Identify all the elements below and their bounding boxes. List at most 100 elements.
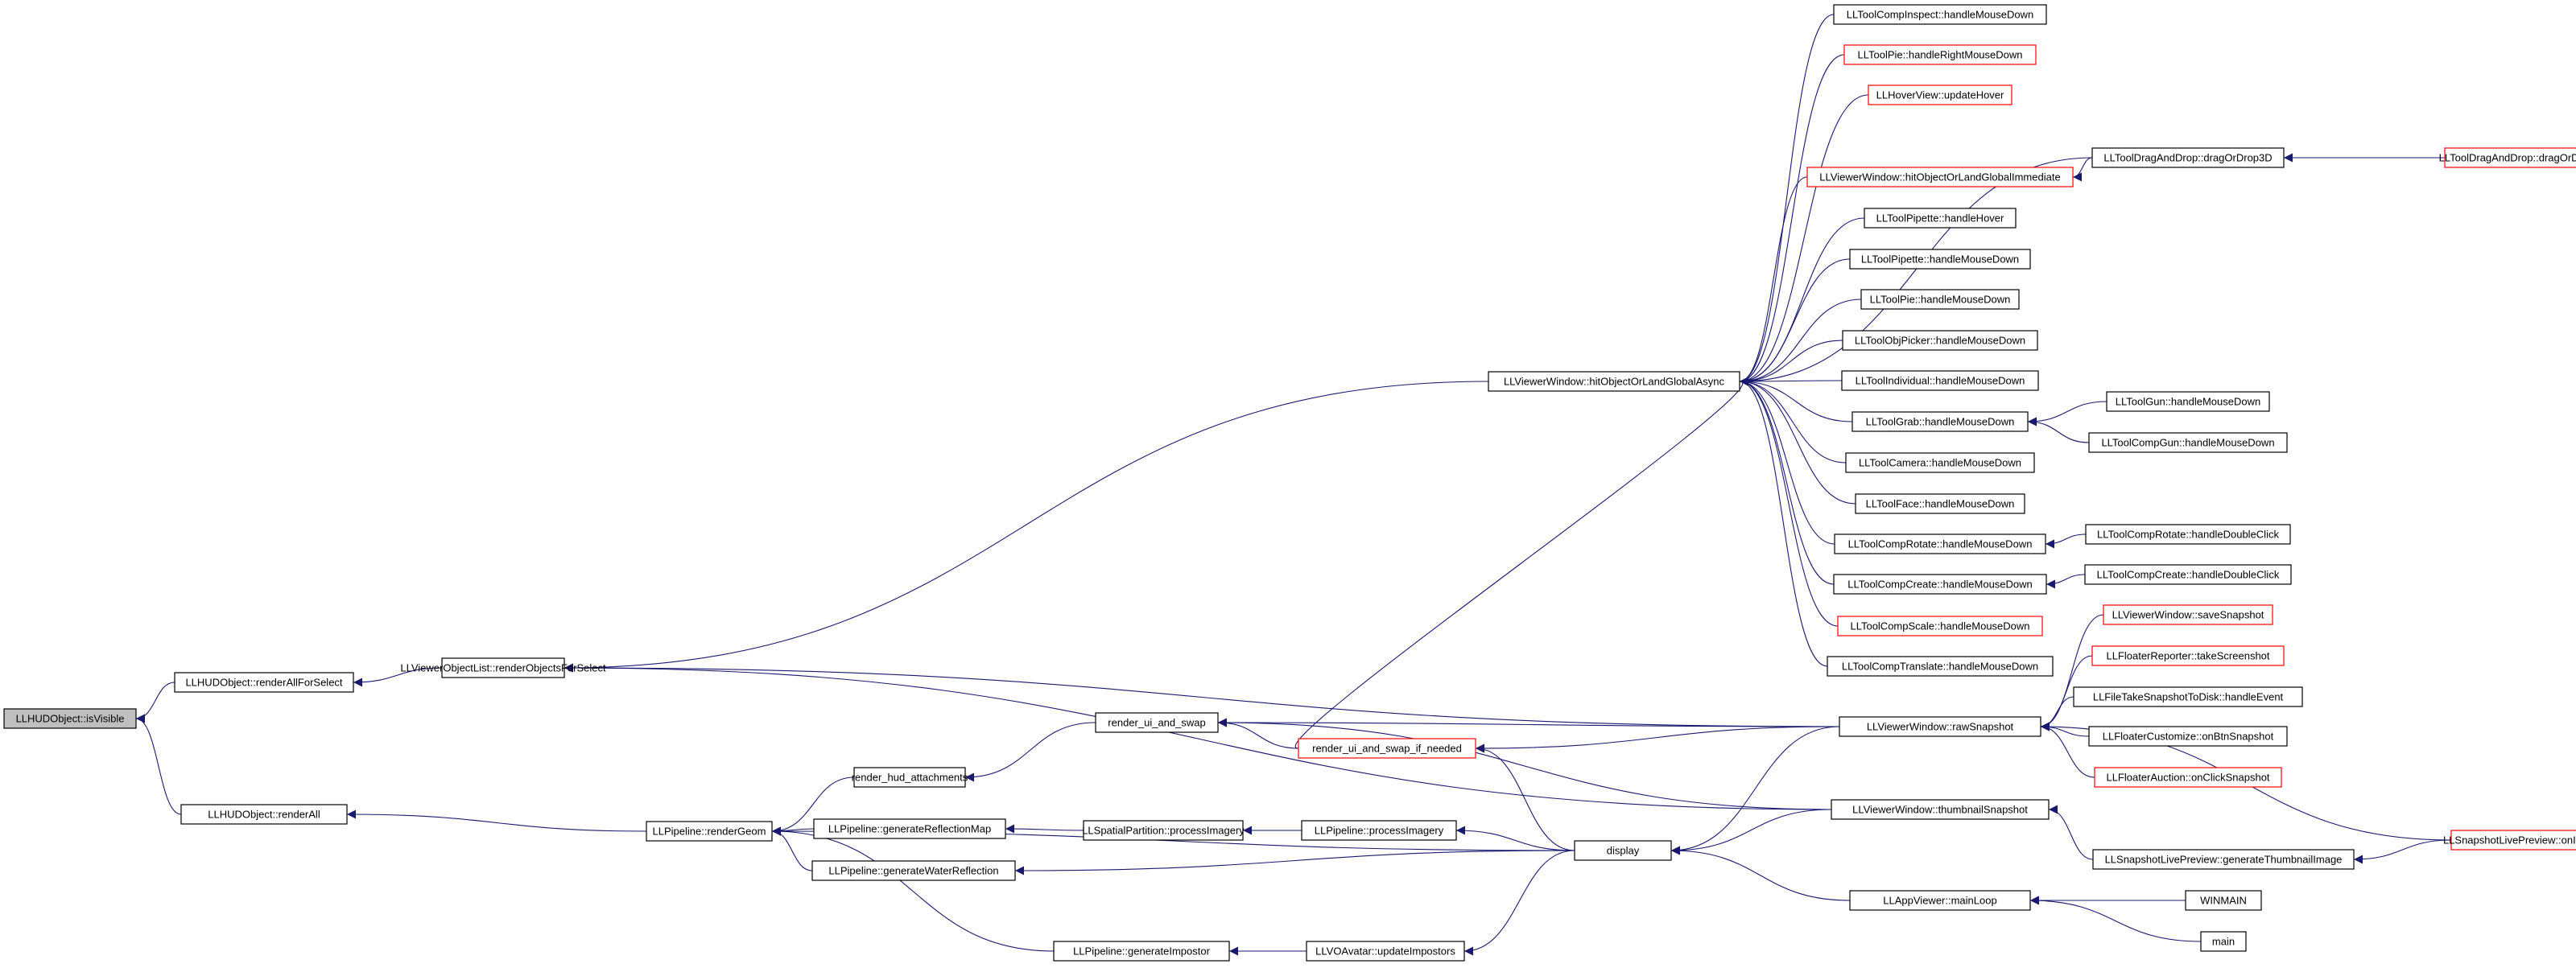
node-label: LLHUDObject::renderAllForSelect xyxy=(185,677,342,689)
node-label: LLToolCamera::handleMouseDown xyxy=(1859,457,2021,469)
node-label: LLToolPipette::handleHover xyxy=(1876,212,2004,224)
node-box xyxy=(1834,533,2046,554)
node-box xyxy=(1083,820,1244,841)
node-label: LLToolPie::handleRightMouseDown xyxy=(1858,49,2023,61)
graph-node[interactable]: render_ui_and_swap_if_needed xyxy=(1298,738,1476,759)
node-label: LLFloaterCustomize::onBtnSnapshot xyxy=(2103,731,2274,743)
call-edge xyxy=(2048,805,2094,860)
node-label: LLViewerWindow::rawSnapshot xyxy=(1867,721,2014,733)
node-label: LLFileTakeSnapshotToDisk::handleEvent xyxy=(2093,691,2284,703)
graph-node[interactable]: LLPipeline::processImagery xyxy=(1301,820,1457,841)
node-box xyxy=(1095,712,1219,733)
graph-node[interactable]: LLToolCompCreate::handleDoubleClick xyxy=(2084,564,2292,585)
graph-node[interactable]: LLFloaterCustomize::onBtnSnapshot xyxy=(2088,726,2288,747)
graph-node[interactable]: LLToolPipette::handleMouseDown xyxy=(1849,249,2031,270)
node-box xyxy=(1855,493,2025,514)
node-box xyxy=(2185,890,2262,911)
call-edge xyxy=(1739,377,1847,463)
graph-node[interactable]: LLHoverView::updateHover xyxy=(1868,84,2013,105)
graph-node[interactable]: LLFloaterReporter::takeScreenshot xyxy=(2091,645,2285,666)
graph-node[interactable]: LLSpatialPartition::processImagery xyxy=(1082,820,1245,841)
graph-node[interactable]: LLPipeline::generateWaterReflection xyxy=(811,860,1016,881)
graph-node[interactable]: LLToolCompInspect::handleMouseDown xyxy=(1833,4,2047,25)
graph-node[interactable]: LLPipeline::generateReflectionMap xyxy=(813,818,1006,839)
graph-node[interactable]: LLToolCompRotate::handleMouseDown xyxy=(1834,533,2046,554)
graph-node[interactable]: LLToolCamera::handleMouseDown xyxy=(1845,452,2035,473)
node-box xyxy=(1831,799,2050,820)
node-box xyxy=(1864,208,2017,229)
graph-node[interactable]: LLVOAvatar::updateImpostors xyxy=(1306,941,1465,962)
node-box xyxy=(1833,4,2047,25)
node-label: LLToolFace::handleMouseDown xyxy=(1866,498,2015,510)
node-box xyxy=(811,860,1016,881)
graph-node[interactable]: LLAppViewer::mainLoop xyxy=(1849,890,2031,911)
node-label: LLToolCompScale::handleMouseDown xyxy=(1850,620,2029,632)
graph-node[interactable]: LLFileTakeSnapshotToDisk::handleEvent xyxy=(2073,686,2303,707)
graph-node[interactable]: LLHUDObject::renderAllForSelect xyxy=(174,672,354,693)
node-label: LLSnapshotLivePreview::generateThumbnail… xyxy=(2105,854,2343,866)
node-label: LLViewerWindow::saveSnapshot xyxy=(2112,609,2264,621)
graph-node[interactable]: render_hud_attachments xyxy=(852,767,968,788)
graph-node[interactable]: main xyxy=(2200,931,2247,952)
node-label: LLToolCompInspect::handleMouseDown xyxy=(1847,9,2033,21)
graph-node[interactable]: LLToolCompCreate::handleMouseDown xyxy=(1833,574,2047,595)
graph-node[interactable]: LLToolCompScale::handleMouseDown xyxy=(1837,616,2043,636)
node-box xyxy=(2088,726,2288,747)
call-edge xyxy=(2045,533,2087,549)
graph-node[interactable]: LLViewerWindow::rawSnapshot xyxy=(1839,716,2041,737)
graph-node[interactable]: LLViewerObjectList::renderObjectsForSele… xyxy=(400,657,606,678)
call-edge xyxy=(1739,377,1828,667)
graph-node[interactable]: LLFloaterAuction::onClickSnapshot xyxy=(2094,767,2282,788)
graph-node[interactable]: LLToolPie::handleMouseDown xyxy=(1860,289,2020,310)
graph-node[interactable]: LLToolObjPicker::handleMouseDown xyxy=(1842,330,2038,351)
call-edge xyxy=(771,776,855,836)
call-edge xyxy=(1739,377,1856,505)
graph-node[interactable]: LLToolPie::handleRightMouseDown xyxy=(1843,44,2037,65)
call-edge xyxy=(135,682,175,723)
graph-node[interactable]: WINMAIN xyxy=(2185,890,2262,911)
graph-node[interactable]: LLViewerWindow::hitObjectOrLandGlobalImm… xyxy=(1806,167,2074,187)
call-edge xyxy=(1005,824,1084,834)
node-box xyxy=(2092,849,2355,870)
node-label: render_ui_and_swap_if_needed xyxy=(1312,743,1462,755)
node-box xyxy=(2085,524,2291,545)
call-edge xyxy=(1475,726,1840,753)
node-label: LLHUDObject::isVisible xyxy=(16,713,125,725)
graph-node[interactable]: LLToolCompRotate::handleDoubleClick xyxy=(2085,524,2291,545)
call-edge xyxy=(1670,809,1832,855)
graph-node[interactable]: LLToolDragAndDrop::dragOrDrop3D xyxy=(2091,147,2285,168)
node-box xyxy=(2094,767,2282,788)
graph-node[interactable]: LLToolIndividual::handleMouseDown xyxy=(1841,370,2039,391)
graph-node[interactable]: LLHUDObject::renderAll xyxy=(180,804,348,825)
graph-node[interactable]: LLSnapshotLivePreview::generateThumbnail… xyxy=(2092,849,2355,870)
graph-node[interactable]: LLToolDragAndDrop::dragOrDrop xyxy=(2439,147,2576,168)
node-label: LLToolCompRotate::handleDoubleClick xyxy=(2097,529,2279,541)
node-box xyxy=(441,657,565,678)
node-label: LLPipeline::generateWaterReflection xyxy=(828,865,998,877)
node-label: LLPipeline::generateReflectionMap xyxy=(828,823,991,835)
node-label: render_hud_attachments xyxy=(852,772,968,784)
call-edge xyxy=(2353,839,2452,864)
graph-node[interactable]: render_ui_and_swap xyxy=(1095,712,1219,733)
node-box xyxy=(2106,391,2270,412)
graph-node[interactable]: LLSnapshotLivePreview::onIdle xyxy=(2443,830,2576,851)
graph-node[interactable]: LLToolCompTranslate::handleMouseDown xyxy=(1827,656,2054,677)
graph-node[interactable]: LLToolFace::handleMouseDown xyxy=(1855,493,2025,514)
graph-node[interactable]: LLViewerWindow::thumbnailSnapshot xyxy=(1831,799,2050,820)
call-edge xyxy=(1217,718,1299,749)
graph-node[interactable]: LLToolPipette::handleHover xyxy=(1864,208,2017,229)
graph-node[interactable]: LLViewerWindow::saveSnapshot xyxy=(2103,604,2273,625)
graph-node[interactable]: LLToolCompGun::handleMouseDown xyxy=(2088,432,2288,453)
node-box xyxy=(2444,147,2576,168)
node-label: LLToolCompCreate::handleDoubleClick xyxy=(2097,569,2280,581)
call-edge xyxy=(135,714,182,815)
graph-node[interactable]: LLViewerWindow::hitObjectOrLandGlobalAsy… xyxy=(1488,371,1740,392)
graph-node[interactable]: LLPipeline::generateImpostor xyxy=(1053,941,1230,962)
graph-node[interactable]: LLToolGrab::handleMouseDown xyxy=(1852,411,2029,432)
call-edge xyxy=(1463,850,1575,956)
graph-node[interactable]: LLPipeline::renderGeom xyxy=(646,821,773,842)
graph-node[interactable]: LLToolGun::handleMouseDown xyxy=(2106,391,2270,412)
node-label: LLAppViewer::mainLoop xyxy=(1883,895,1996,907)
call-edge xyxy=(1217,718,1832,810)
graph-node[interactable]: display xyxy=(1574,840,1672,861)
